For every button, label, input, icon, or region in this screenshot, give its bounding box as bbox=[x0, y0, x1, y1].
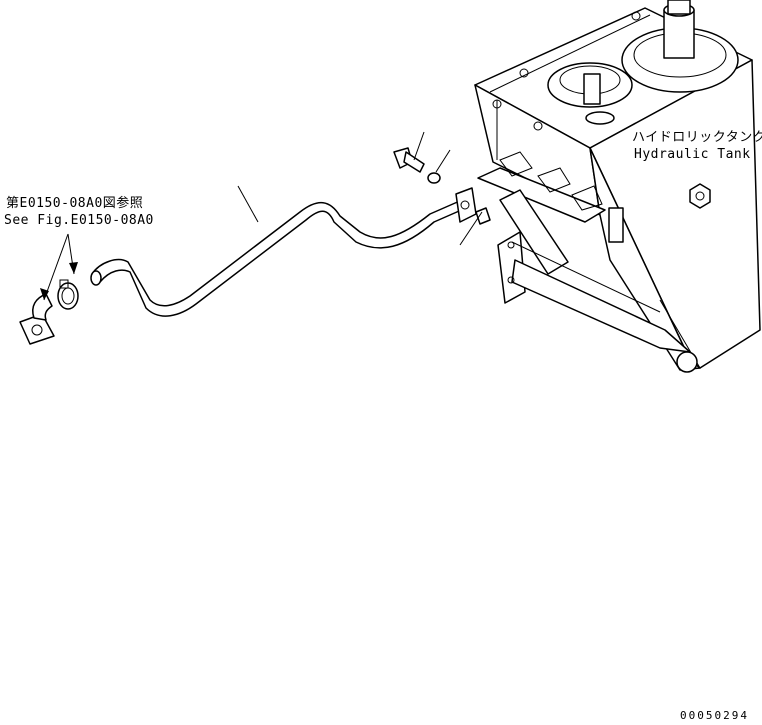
hydraulic-tank bbox=[474, 0, 761, 371]
o-ring-gasket bbox=[475, 207, 491, 225]
reference-note-jp: 第E0150-08A0図参照 bbox=[6, 196, 144, 211]
suction-pipe bbox=[90, 199, 467, 317]
washer bbox=[427, 172, 441, 184]
hose-clamp-part bbox=[57, 279, 79, 310]
tank-label-en: Hydraulic Tank bbox=[634, 147, 751, 162]
mounting-bolt bbox=[393, 147, 425, 173]
drawing-number: 00050294 bbox=[680, 709, 749, 722]
tank-support-bracket bbox=[497, 189, 698, 373]
pipe-flange bbox=[455, 187, 477, 223]
reference-note-en: See Fig.E0150-08A0 bbox=[4, 213, 154, 228]
leader-lines bbox=[237, 131, 483, 246]
tank-label-jp: ハイドロリックタンク bbox=[632, 130, 762, 145]
reference-arrows bbox=[40, 233, 78, 301]
elbow-flange-part bbox=[19, 293, 55, 345]
